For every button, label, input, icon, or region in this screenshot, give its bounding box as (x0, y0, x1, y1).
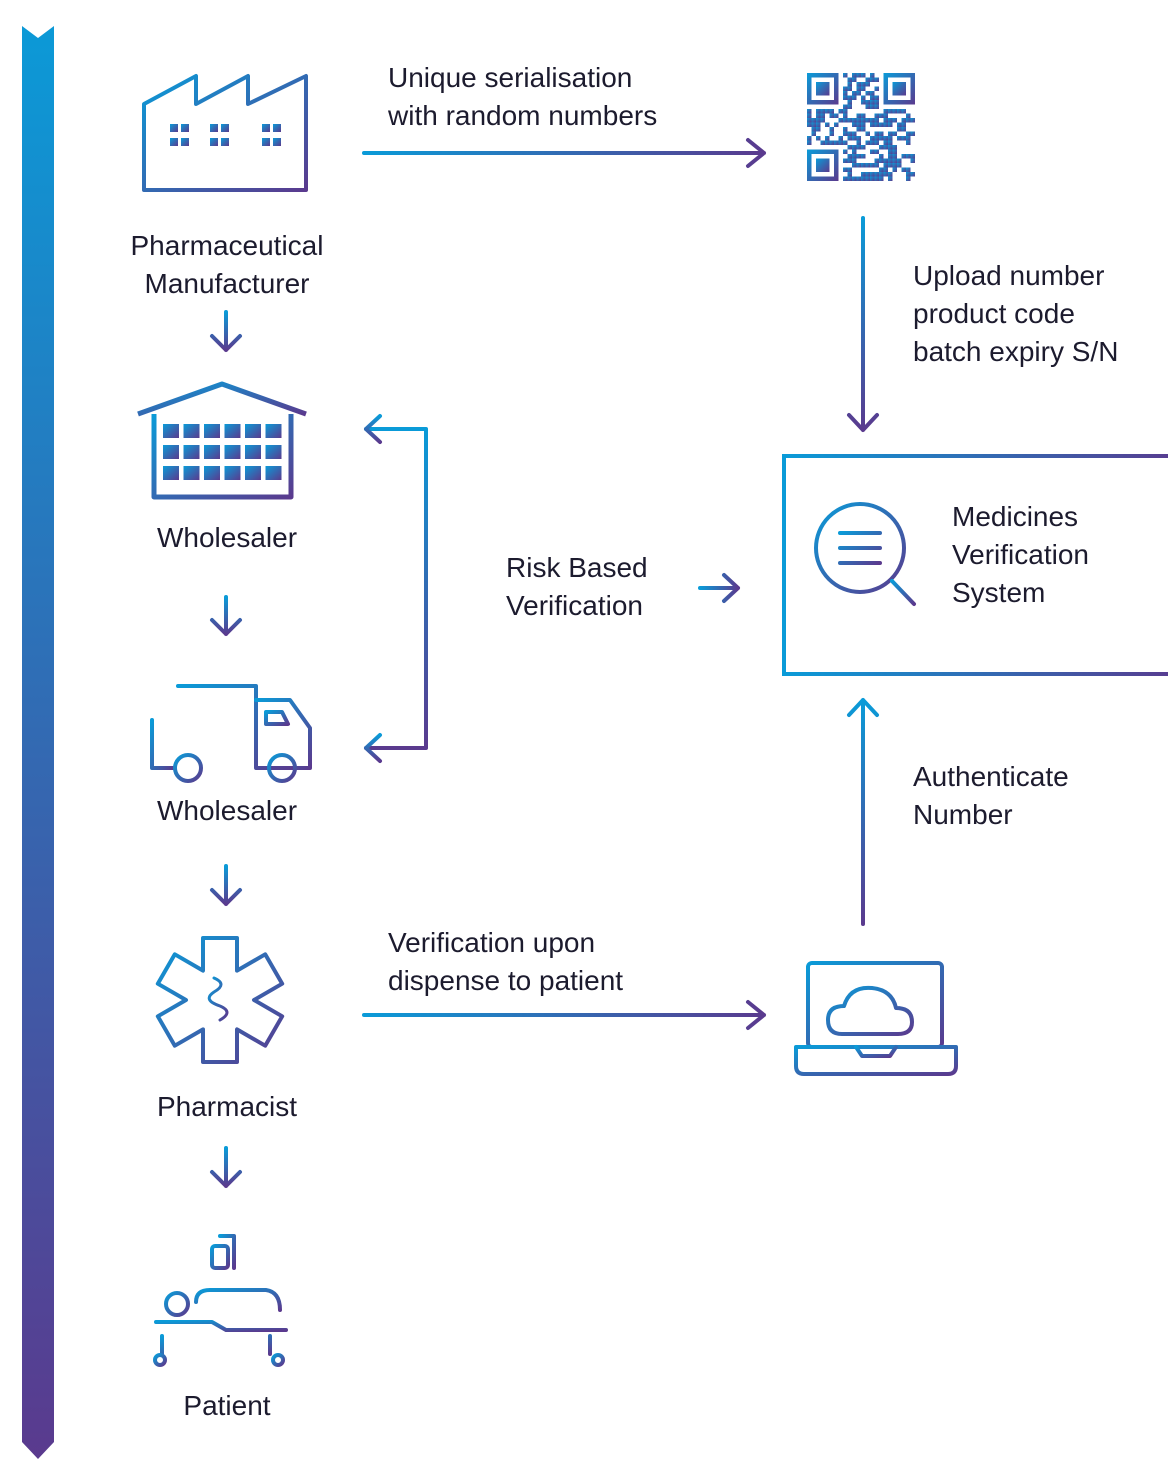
node-label-wholesaler-1: Wholesaler (96, 519, 358, 557)
delivery-truck-icon (116, 684, 312, 783)
mvs-box (782, 454, 1168, 676)
label-line: Number (913, 799, 1013, 830)
label-line: Authenticate (913, 761, 1069, 792)
laptop-cloud-icon (794, 961, 958, 1076)
label-line: Risk Based (506, 552, 648, 583)
node-label-mvs: Medicines Verification System (952, 498, 1089, 612)
magnifier-list-icon (814, 502, 916, 606)
warehouse-windows (163, 424, 282, 480)
node-label-wholesaler-2: Wholesaler (96, 792, 358, 830)
label-line: Wholesaler (156, 522, 298, 553)
label-line: Unique serialisation (388, 62, 633, 93)
upload-arrow (847, 216, 879, 432)
hospital-bed-icon (152, 1234, 288, 1367)
label-line: Verification upon (388, 927, 596, 958)
flow-arrow-down-1 (210, 310, 242, 352)
edge-label-risk: Risk Based Verification (506, 549, 648, 625)
serialisation-arrow (362, 138, 766, 168)
star-of-life-icon (155, 936, 285, 1064)
node-label-pharmacist: Pharmacist (96, 1088, 358, 1126)
qr-code-icon (807, 73, 915, 181)
edge-label-serialisation: Unique serialisation with random numbers (388, 59, 657, 135)
warehouse-icon (137, 381, 307, 500)
authenticate-arrow (847, 698, 879, 926)
risk-verification-bracket (364, 414, 470, 763)
label-line: dispense to patient (388, 965, 624, 996)
label-line: Pharmacist (156, 1091, 298, 1122)
label-line: Verification (506, 590, 643, 621)
dispense-arrow (362, 1000, 766, 1030)
flow-arrow-down-2 (210, 595, 242, 636)
edge-label-dispense: Verification upon dispense to patient (388, 924, 623, 1000)
label-line: Pharmaceutical (130, 230, 324, 261)
node-label-manufacturer: Pharmaceutical Manufacturer (96, 227, 358, 303)
label-line: Wholesaler (156, 795, 298, 826)
label-line: Medicines (952, 501, 1079, 532)
flow-arrow-down-3 (210, 864, 242, 906)
label-line: Upload number (913, 260, 1105, 291)
factory-windows (170, 124, 281, 146)
edge-label-upload: Upload number product code batch expiry … (913, 257, 1118, 371)
label-line: batch expiry S/N (913, 336, 1119, 367)
label-line: product code (913, 298, 1075, 329)
timeline-bar (22, 26, 54, 1459)
label-line: Verification (952, 539, 1089, 570)
risk-arrow (698, 573, 740, 603)
node-label-patient: Patient (96, 1387, 358, 1425)
label-line: Patient (183, 1390, 271, 1421)
edge-label-authenticate: Authenticate Number (913, 758, 1069, 834)
factory-icon (142, 74, 308, 192)
label-line: with random numbers (388, 100, 658, 131)
label-line: Manufacturer (144, 268, 310, 299)
label-line: System (952, 577, 1046, 608)
flow-arrow-down-4 (210, 1146, 242, 1188)
